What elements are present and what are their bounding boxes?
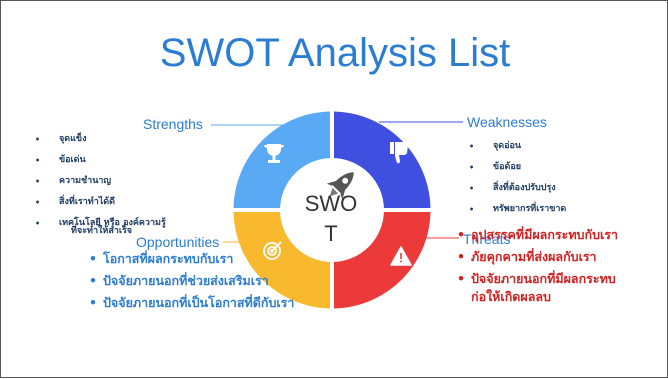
list-item: เทคโนโลยี หรือ องค์ความรู้ [35,217,225,229]
opportunities-list: โอกาสที่ผลกระทบกับเรา ปัจจัยภายนอกที่ช่ว… [89,250,309,316]
strengths-list: จุดแข็ง ข้อเด่น ความชำนาญ สิ่งที่เราทำได… [35,133,225,238]
list-item: อุปสรรคที่มีผลกระทบกับเรา [457,226,627,244]
list-item: จุดแข็ง [35,133,225,145]
list-item: ข้อด้อย [469,161,649,173]
warning-icon [390,246,412,266]
list-item: ทรัพยากรที่เราขาด [469,203,649,215]
trophy-icon [264,144,284,163]
thumbs-down-icon [390,142,408,164]
list-item: ความชำนาญ [35,175,225,187]
strengths-label: Strengths [143,116,203,132]
list-item: ข้อเด่น [35,154,225,166]
rocket-icon [326,172,354,200]
strengths-continuation: ที่จะทำให้สำเร็จ [71,226,133,236]
threats-segment [332,210,431,309]
opportunities-label: Opportunities [136,234,220,250]
list-item: ปัจจัยภายนอกที่ช่วยส่งเสริมเรา [89,272,309,290]
weaknesses-list: จุดอ่อน ข้อด้อย สิ่งที่ต้องปรับปรุง ทรัพ… [469,140,649,224]
center-text-line1: SWO [304,191,358,216]
list-item: สิ่งที่เราทำได้ดี [35,196,225,208]
center-swot-text: SWO T [296,189,366,249]
list-item: ภัยคุกคามที่ส่งผลกับเรา [457,248,627,266]
list-item: ปัจจัยภายนอกที่เป็นโอกาสที่ดีกับเรา [89,294,309,312]
list-item: ปัจจัยภายนอกที่มีผลกระทบ ก่อให้เกิดผลลบ [457,270,627,306]
list-item: โอกาสที่ผลกระทบกับเรา [89,250,309,268]
list-item: จุดอ่อน [469,140,649,152]
weaknesses-segment [332,111,431,210]
page-title: SWOT Analysis List [159,31,511,75]
list-item: สิ่งที่ต้องปรับปรุง [469,182,649,194]
center-text-line2: T [324,221,338,246]
threats-list: อุปสรรคที่มีผลกระทบกับเรา ภัยคุกคามที่ส่… [457,226,627,310]
strengths-segment [233,111,332,210]
weaknesses-label: Weaknesses [467,114,547,130]
